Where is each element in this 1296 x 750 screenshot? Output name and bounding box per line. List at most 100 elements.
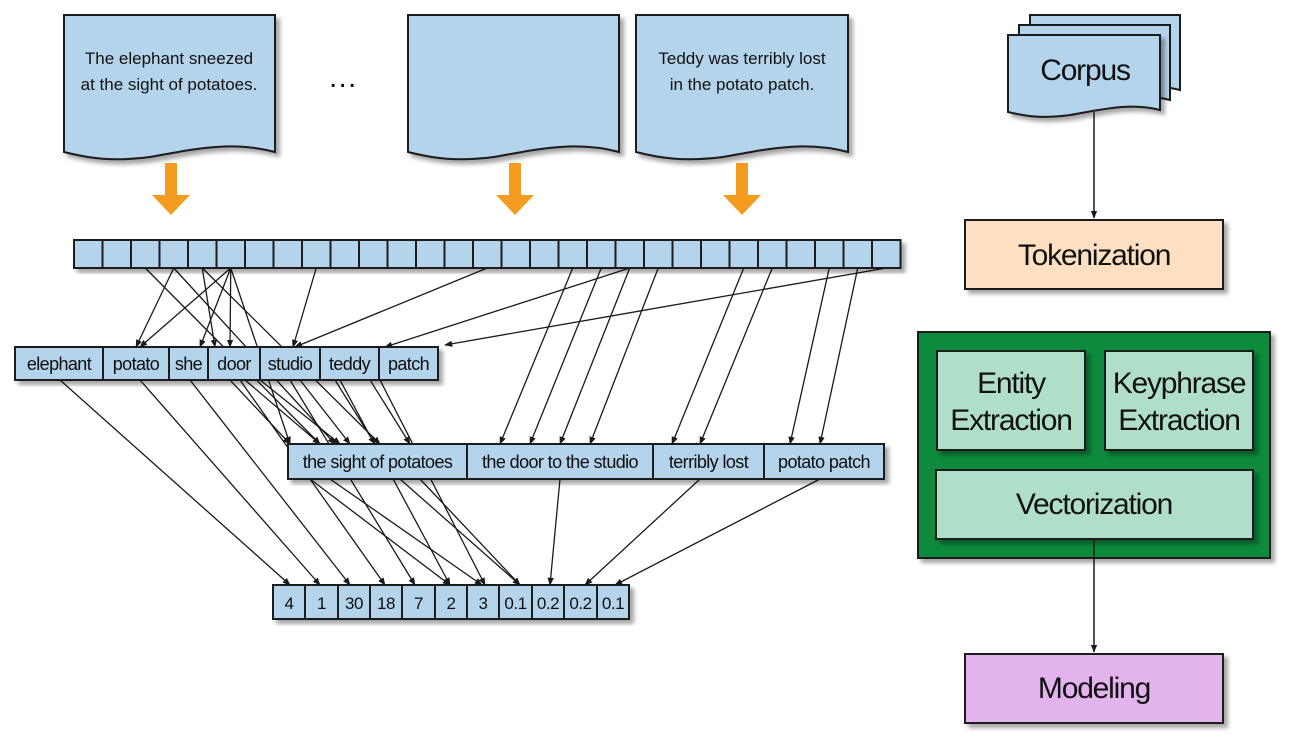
corpus-label: Corpus [1040, 54, 1130, 87]
vector-value: 0.2 [569, 594, 591, 613]
document-3-line-2: in the potato patch. [670, 75, 815, 94]
strip-to-token-link [201, 267, 218, 348]
connection-lines [59, 267, 887, 586]
token-cell [671, 239, 702, 269]
keyphrase-extraction-box [1104, 350, 1254, 451]
strip-to-token-link [199, 267, 232, 348]
token-label: studio [268, 354, 313, 374]
phrase-label: the sight of potatoes [303, 452, 453, 472]
token-cell [586, 239, 617, 269]
token-to-vector-link [339, 379, 451, 586]
phrase-to-vector-link [547, 478, 561, 586]
vector-value: 1 [317, 594, 326, 613]
token-cell [73, 239, 104, 269]
strip-to-phrase-link [818, 267, 859, 445]
strip-to-token-link [444, 267, 887, 347]
token-cell [187, 239, 218, 269]
token-cell [101, 239, 132, 269]
token-cell [757, 239, 788, 269]
strip-to-phrase-link [671, 267, 745, 445]
phrase-box [652, 443, 765, 480]
token-to-vector-link [189, 379, 351, 586]
token-cell [700, 239, 731, 269]
phrase-label: the door to the studio [482, 452, 639, 472]
document-1 [63, 14, 276, 161]
token-cell [472, 239, 503, 269]
token-cell [329, 239, 360, 269]
strip-to-phrase-link [589, 267, 659, 445]
vector-value: 0.1 [504, 594, 526, 613]
token-to-phrase-link [369, 379, 411, 445]
strip-to-phrase-link [788, 267, 830, 445]
token-cell [443, 239, 474, 269]
token-cell [158, 239, 189, 269]
token-to-phrase-link [259, 379, 341, 445]
token-cell [728, 239, 759, 269]
strip-to-token-link [135, 267, 175, 348]
token-to-phrase-link [229, 379, 291, 445]
orange-arrow-3 [723, 163, 761, 215]
phrase-box [466, 443, 654, 480]
token-cell [386, 239, 417, 269]
strip-to-token-link [291, 267, 317, 348]
token-cell [500, 239, 531, 269]
vector-cell [466, 584, 500, 620]
token-cell [871, 239, 902, 269]
vector-cell [304, 584, 339, 620]
token-label: she [175, 354, 203, 374]
token-cell [842, 239, 873, 269]
entity-extraction-label-line-1: Entity [977, 367, 1046, 400]
strip-to-token-link [226, 267, 234, 348]
keyphrase-extraction-label-line-1: Keyphrase [1113, 367, 1246, 400]
strip-to-token-link [384, 267, 630, 348]
entity-extraction-label-line-2: Extraction [950, 404, 1071, 437]
token-label: potato [113, 354, 160, 374]
token-to-vector-link [239, 379, 386, 586]
phrase-label: terribly lost [669, 452, 749, 472]
token-box-patch [378, 346, 439, 381]
vector-cell [596, 584, 630, 620]
phrase-to-vector-link [419, 478, 521, 586]
token-cell [614, 239, 645, 269]
strip-to-token-link [294, 267, 488, 348]
vector-value: 18 [377, 594, 395, 613]
keyphrase-extraction-label-line-2: Extraction [1118, 404, 1239, 437]
token-cell [785, 239, 816, 269]
phrase-row: the sight of potatoes the door to the stu… [287, 443, 885, 480]
vector-value: 7 [414, 594, 423, 613]
vector-value: 3 [479, 594, 488, 613]
token-cell [358, 239, 389, 269]
phrase-to-vector-link [329, 478, 483, 586]
token-cell [415, 239, 446, 269]
strip-to-phrase-link [529, 267, 602, 445]
phrase-to-vector-link [309, 478, 451, 586]
entity-extraction-box [936, 350, 1086, 451]
document-3 [635, 14, 849, 161]
token-box-elephant [14, 346, 104, 381]
document-3-line-1: Teddy was terribly lost [658, 49, 826, 68]
token-box-teddy [319, 346, 380, 381]
vector-cell [272, 584, 306, 620]
vector-cell [434, 584, 468, 620]
token-cell [643, 239, 674, 269]
phrase-to-vector-link [584, 478, 701, 586]
token-label: elephant [27, 354, 92, 374]
vector-cell [369, 584, 403, 620]
token-cell [557, 239, 588, 269]
orange-arrow-2 [496, 163, 534, 215]
orange-arrow-1 [152, 163, 190, 215]
token-to-phrase-link [299, 379, 351, 445]
strip-to-phrase-link [559, 267, 631, 445]
ellipsis: … [328, 61, 357, 94]
vector-cell [563, 584, 598, 620]
token-label: teddy [329, 354, 371, 374]
document-1-line-1: The elephant sneezed [85, 49, 253, 68]
tokenization-box [964, 219, 1224, 290]
token-cell [272, 239, 303, 269]
token-cell [301, 239, 332, 269]
vector-value: 4 [285, 594, 294, 613]
vector-value: 30 [345, 594, 363, 613]
token-cell [814, 239, 845, 269]
